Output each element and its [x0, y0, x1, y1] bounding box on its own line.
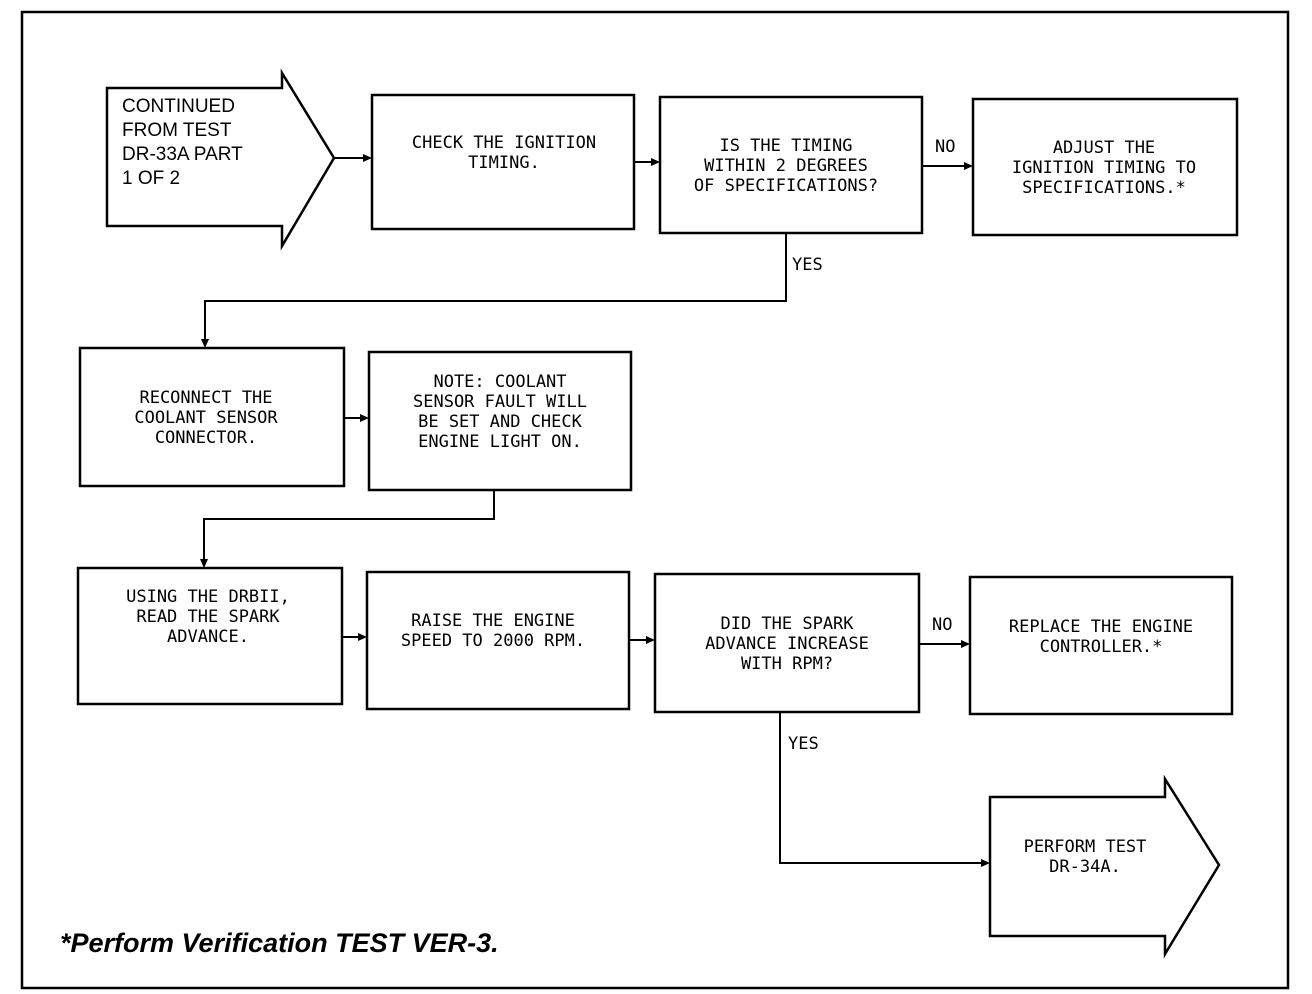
reconnect-box [78, 346, 346, 488]
replace-controller-box [968, 575, 1234, 716]
start-line: CONTINUED [122, 96, 235, 117]
start-line: 1 OF 2 [122, 168, 180, 189]
check-timing-line: CHECK THE IGNITION [412, 133, 596, 153]
start-line: FROM TEST [122, 120, 232, 141]
reconnect-line: CONNECTOR. [155, 428, 257, 448]
yes-label-timing: YES [792, 255, 823, 275]
end-arrow [988, 774, 1221, 959]
no-label-spark: NO [932, 615, 952, 635]
read-spark-box [76, 566, 344, 706]
timing-question-line: WITHIN 2 DEGREES [704, 156, 868, 176]
spark-question-line: DID THE SPARK [720, 614, 854, 634]
spark-question-line: WITH RPM? [741, 654, 833, 674]
timing-question-line: OF SPECIFICATIONS? [694, 176, 878, 196]
footnote: *Perform Verification TEST VER-3. [60, 928, 499, 958]
yes-label-spark: YES [788, 734, 819, 754]
replace-controller-line: CONTROLLER.* [1040, 637, 1163, 657]
note-line: BE SET AND CHECK [418, 412, 583, 432]
timing-question-line: IS THE TIMING [719, 136, 852, 156]
check-timing-line: TIMING. [468, 153, 540, 173]
adjust-timing-line: IGNITION TIMING TO [1012, 158, 1196, 178]
adjust-timing-box [971, 97, 1239, 237]
note-box [367, 350, 633, 492]
spark-question-box [653, 572, 921, 714]
read-spark-line: USING THE DRBII, [126, 587, 290, 607]
connectors [200, 154, 990, 867]
start-arrow [105, 68, 336, 251]
raise-speed-line: SPEED TO 2000 RPM. [401, 631, 585, 651]
end-line: PERFORM TEST [1024, 837, 1147, 857]
reconnect-line: RECONNECT THE [139, 388, 272, 408]
spark-question-line: ADVANCE INCREASE [705, 634, 869, 654]
end-line: DR-34A. [1049, 857, 1121, 877]
note-line: SENSOR FAULT WILL [413, 392, 587, 412]
note-line: NOTE: COOLANT [433, 372, 566, 392]
start-line: DR-33A PART [122, 144, 243, 165]
raise-speed-line: RAISE THE ENGINE [411, 611, 575, 631]
outer-frame [20, 10, 1290, 990]
check-timing-box [370, 93, 636, 231]
reconnect-line: COOLANT SENSOR [134, 408, 278, 428]
note-line: ENGINE LIGHT ON. [418, 432, 582, 452]
raise-speed-box [365, 570, 631, 711]
read-spark-line: ADVANCE. [167, 627, 249, 647]
read-spark-line: READ THE SPARK [136, 607, 280, 627]
adjust-timing-line: SPECIFICATIONS.* [1022, 178, 1186, 198]
start-label: CONTINUED FROM TEST DR-33A PART 1 OF 2 [122, 96, 243, 189]
adjust-timing-line: ADJUST THE [1053, 138, 1155, 158]
no-label-timing: NO [935, 137, 955, 157]
replace-controller-line: REPLACE THE ENGINE [1009, 617, 1193, 637]
